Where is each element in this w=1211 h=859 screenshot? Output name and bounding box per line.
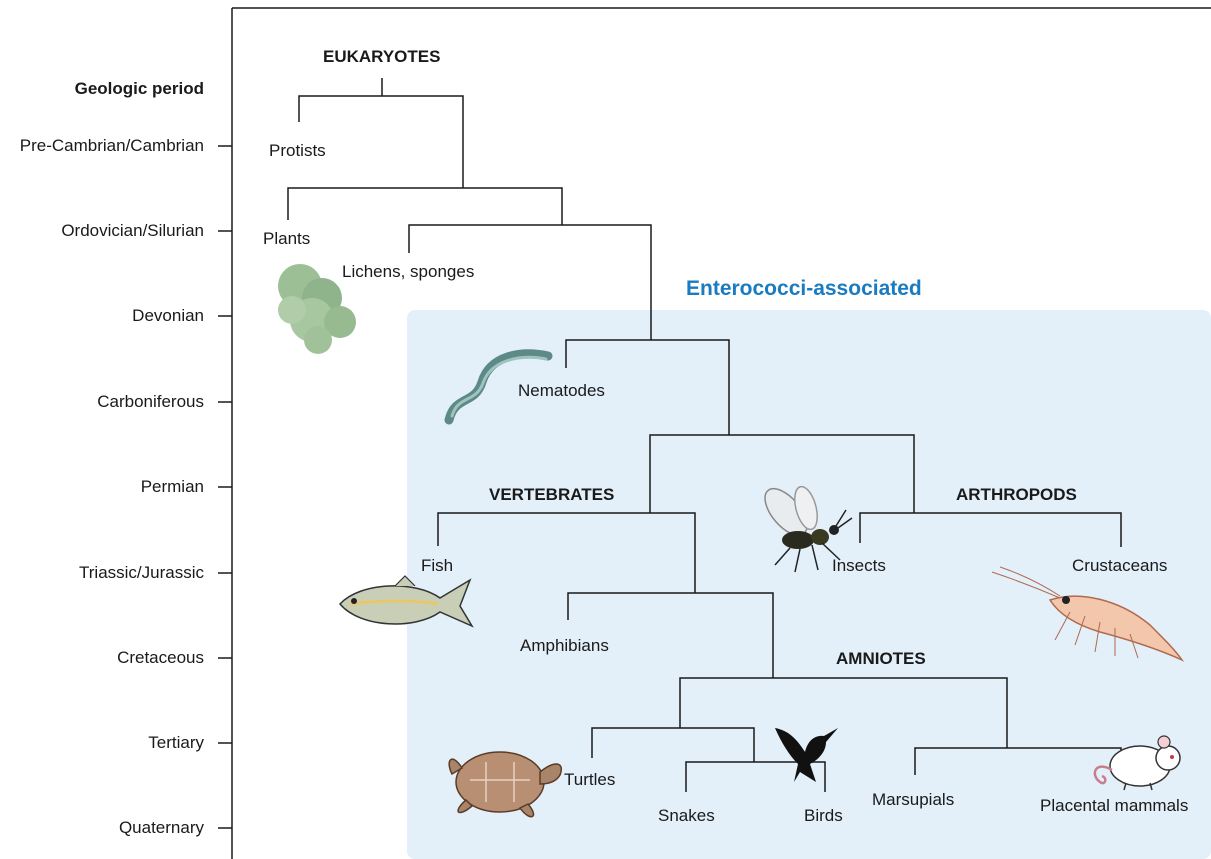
clade-arthropods: ARTHROPODS xyxy=(956,486,1077,503)
period-quaternary: Quaternary xyxy=(119,819,204,836)
period-cretaceous: Cretaceous xyxy=(117,649,204,666)
period-devonian: Devonian xyxy=(132,307,204,324)
branch-plants-split xyxy=(288,188,562,225)
taxon-turtles: Turtles xyxy=(564,771,615,788)
taxon-lichens-sponges: Lichens, sponges xyxy=(342,263,474,280)
taxon-crustaceans: Crustaceans xyxy=(1072,557,1167,574)
branch-eukaryotes-root xyxy=(299,78,463,188)
taxon-protists: Protists xyxy=(269,142,326,159)
period-tertiary: Tertiary xyxy=(148,734,204,751)
period-permian: Permian xyxy=(141,478,204,495)
taxon-plants: Plants xyxy=(263,230,310,247)
clade-amniotes: AMNIOTES xyxy=(836,650,926,667)
period-carboniferous: Carboniferous xyxy=(97,393,204,410)
clade-vertebrates: VERTEBRATES xyxy=(489,486,614,503)
taxon-fish: Fish xyxy=(421,557,453,574)
taxon-snakes: Snakes xyxy=(658,807,715,824)
axis-title: Geologic period xyxy=(75,80,204,97)
taxon-insects: Insects xyxy=(832,557,886,574)
taxon-birds: Birds xyxy=(804,807,843,824)
period-pre-cambrian: Pre-Cambrian/Cambrian xyxy=(20,137,204,154)
taxon-amphibians: Amphibians xyxy=(520,637,609,654)
region-title: Enterococci-associated xyxy=(686,278,922,299)
taxon-placental-mammals: Placental mammals xyxy=(1040,797,1188,814)
clade-eukaryotes: EUKARYOTES xyxy=(323,48,440,65)
period-triassic: Triassic/Jurassic xyxy=(79,564,204,581)
period-ordovician: Ordovician/Silurian xyxy=(61,222,204,239)
taxon-marsupials: Marsupials xyxy=(872,791,954,808)
taxon-nematodes: Nematodes xyxy=(518,382,605,399)
